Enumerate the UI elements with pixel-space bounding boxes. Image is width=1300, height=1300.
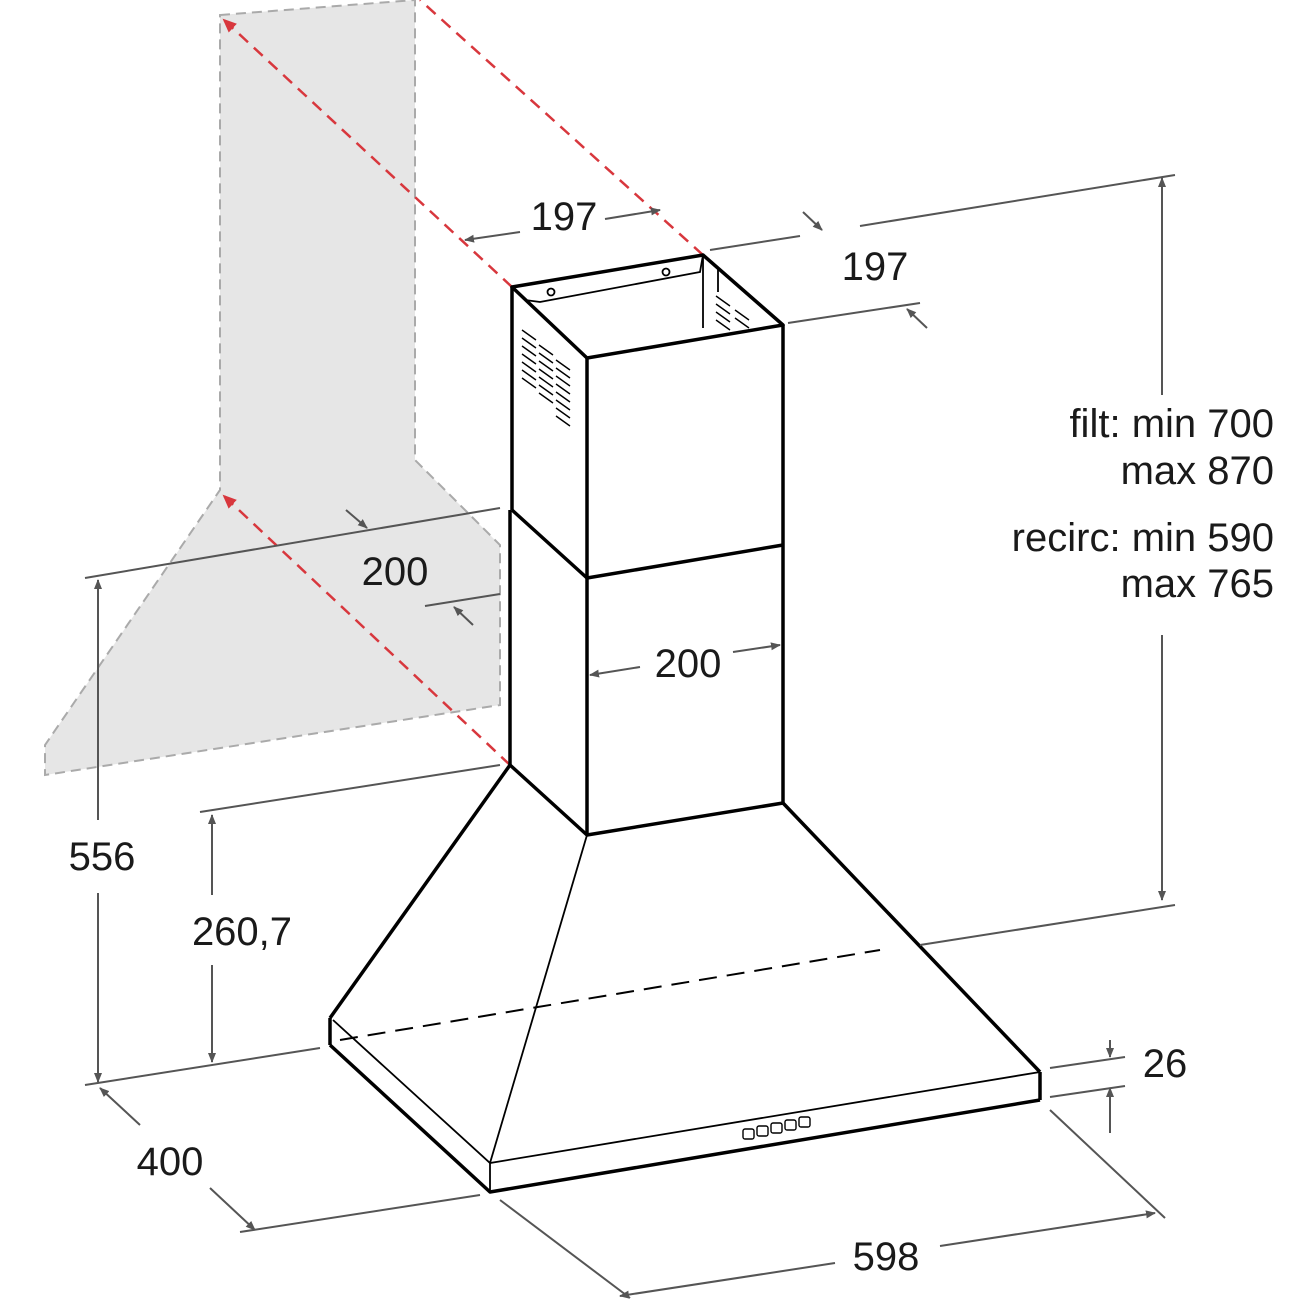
dim-chimney-width-lower: 200 xyxy=(655,642,722,686)
dim-chimney-depth-lower: 200 xyxy=(362,550,429,594)
control-buttons xyxy=(742,1116,811,1140)
control-button[interactable] xyxy=(770,1122,783,1134)
filt-min: min 700 xyxy=(1132,402,1274,446)
control-button[interactable] xyxy=(798,1116,811,1128)
dim-base-thickness: 26 xyxy=(1143,1042,1188,1086)
height-range-block: filt: min 700 max 870 recirc: min 590 ma… xyxy=(1012,402,1274,606)
dim-depth: 400 xyxy=(137,1140,204,1184)
dim-total-height: 556 xyxy=(69,835,136,879)
control-button[interactable] xyxy=(756,1125,769,1137)
filt-max: max 870 xyxy=(1121,449,1274,493)
control-button[interactable] xyxy=(742,1128,755,1140)
recirc-min: min 590 xyxy=(1132,516,1274,560)
hood-canopy xyxy=(328,763,1042,1194)
dim-width: 598 xyxy=(853,1235,920,1279)
dim-canopy-height: 260,7 xyxy=(192,910,292,954)
chimney-upper xyxy=(510,253,785,578)
recirc-max: max 765 xyxy=(1121,562,1274,606)
dim-chimney-width-top: 197 xyxy=(531,195,598,239)
recirc-label: recirc: xyxy=(1012,516,1121,560)
dimension-lines xyxy=(84,174,1176,1299)
svg-text:recirc: min 590: recirc: min 590 xyxy=(1012,516,1274,560)
control-button[interactable] xyxy=(784,1119,797,1131)
wall-silhouette xyxy=(44,0,501,777)
svg-text:filt: min 700: filt: min 700 xyxy=(1069,402,1274,446)
vent-slots-icon xyxy=(521,295,750,427)
chimney-lower xyxy=(508,508,785,837)
filt-label: filt: xyxy=(1069,402,1120,446)
dim-chimney-depth-top: 197 xyxy=(842,245,909,289)
